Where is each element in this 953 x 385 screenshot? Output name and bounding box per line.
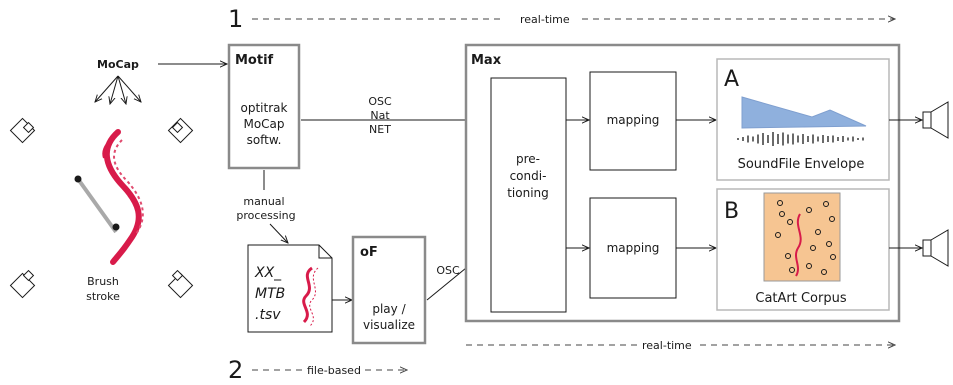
preconditioning-line2: condi- xyxy=(510,169,547,183)
osc-natnet-line2: Nat xyxy=(370,109,390,122)
corpus-dot xyxy=(775,232,781,238)
motif-title: Motif xyxy=(235,53,274,68)
corpus-dot xyxy=(806,207,812,213)
mapping-b-box xyxy=(589,197,677,299)
speaker-icon xyxy=(922,101,949,139)
panel-a-caption: SoundFile Envelope xyxy=(738,157,865,172)
corpus-dot xyxy=(779,211,785,217)
of-line2: visualize xyxy=(363,318,415,332)
corpus-dot xyxy=(815,229,821,235)
mocap-rays xyxy=(95,75,141,104)
realtime-number: 1 xyxy=(228,5,243,33)
motif-line2: MoCap xyxy=(243,117,284,131)
manual-processing-line2: processing xyxy=(236,209,295,222)
mapping-a-label: mapping xyxy=(607,113,660,127)
brush-stroke-illustration xyxy=(74,129,144,265)
corpus-dot xyxy=(829,216,835,222)
realtime-label: real-time xyxy=(520,13,570,26)
motif-box xyxy=(227,43,301,170)
camera-icon xyxy=(9,269,36,299)
speaker-icon xyxy=(922,229,949,267)
manual-processing-line1: manual xyxy=(243,195,284,208)
of-title: oF xyxy=(360,245,378,260)
corpus-dot xyxy=(785,253,791,259)
envelope-shape xyxy=(741,96,867,129)
file-name-line1: XX_ xyxy=(254,265,282,281)
preconditioning-box xyxy=(490,77,567,313)
corpus-dot xyxy=(806,263,812,269)
of-line1: play / xyxy=(372,302,406,316)
osc-bottom-label: OSC xyxy=(436,264,460,277)
panel-b-caption: CatArt Corpus xyxy=(755,291,846,306)
corpus-stroke xyxy=(795,213,802,277)
corpus-square xyxy=(763,192,841,282)
file-name-line2: MTB xyxy=(255,286,285,302)
corpus-dot xyxy=(810,245,816,251)
of-box xyxy=(351,235,427,345)
corpus-dot xyxy=(823,201,829,207)
camera-icon xyxy=(167,269,194,299)
corpus-dot xyxy=(826,241,832,247)
corpus-dot xyxy=(789,267,795,273)
mapping-a-box xyxy=(589,71,677,171)
osc-natnet-line3: NET xyxy=(369,123,391,136)
corpus-dot xyxy=(821,269,827,275)
camera-icon xyxy=(167,117,194,144)
mocap-label: MoCap xyxy=(97,58,139,71)
osc-natnet-line1: OSC xyxy=(368,95,392,108)
file-icon xyxy=(247,244,333,333)
panel-b-letter: B xyxy=(724,199,739,224)
mapping-b-label: mapping xyxy=(607,241,660,255)
corpus-dot xyxy=(830,254,836,260)
motif-line3: softw. xyxy=(247,133,282,147)
realtime-bottom-label: real-time xyxy=(642,339,692,352)
motif-line1: optitrak xyxy=(241,101,288,115)
panel-a-letter: A xyxy=(724,67,739,92)
waveform xyxy=(737,132,864,146)
camera-icon xyxy=(9,117,36,144)
brush-stroke-label-line2: stroke xyxy=(86,290,120,303)
preconditioning-line3: tioning xyxy=(507,186,549,200)
brush-stroke-label-line1: Brush xyxy=(87,275,119,288)
corpus-dots xyxy=(775,200,836,275)
file-name-line3: .tsv xyxy=(255,307,281,323)
corpus-dot xyxy=(777,200,783,206)
preconditioning-line1: pre- xyxy=(516,152,540,166)
manual-to-file-arrow xyxy=(269,223,288,243)
filebased-label: file-based xyxy=(307,364,361,377)
corpus-dot xyxy=(787,219,793,225)
max-title: Max xyxy=(471,53,502,68)
filebased-number: 2 xyxy=(228,356,243,384)
